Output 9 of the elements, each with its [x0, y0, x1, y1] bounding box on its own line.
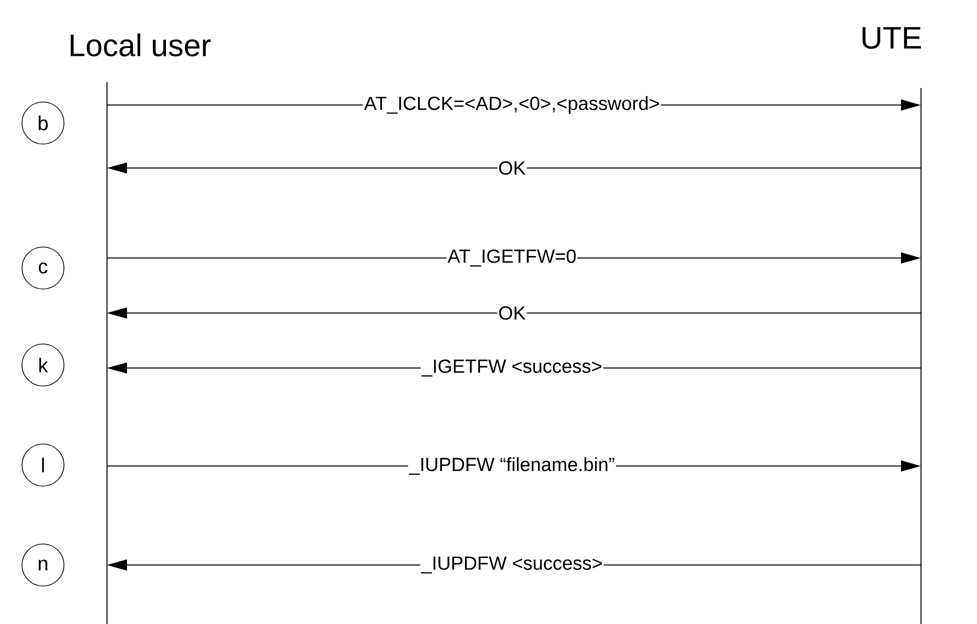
- lifeline: Local user: [70, 34, 211, 624]
- edge-label: OK: [497, 304, 527, 322]
- edge-label: OK: [497, 159, 527, 177]
- edge-label: _IGETFW <success>: [420, 357, 604, 379]
- edge-label: _IUPDFW <success>: [420, 554, 604, 576]
- edge-label: AT_ICLCK=<AD>,<0>,<password>: [363, 94, 661, 116]
- edge-label: AT_IGETFW=0: [446, 247, 578, 269]
- lifeline: UTE: [862, 27, 922, 624]
- edge-label: _IUPDFW “filename.bin”: [408, 455, 616, 477]
